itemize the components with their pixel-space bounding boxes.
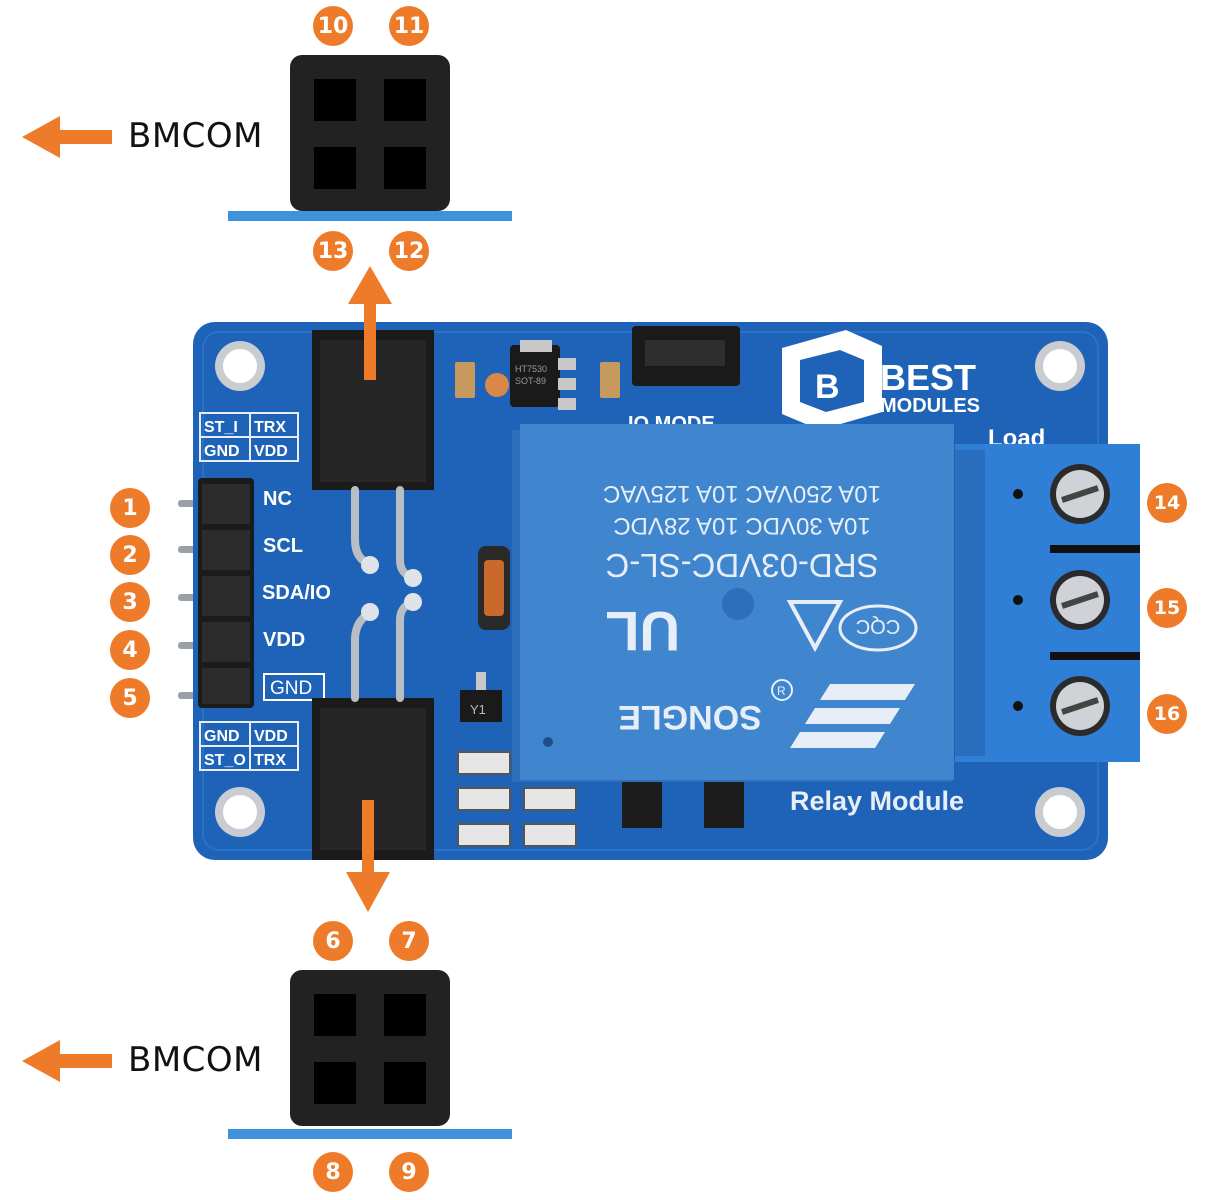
pin-badge-14: 14: [1147, 483, 1187, 523]
mounting-holes: [215, 341, 1085, 837]
svg-text:SRD-03VDC-SL-C: SRD-03VDC-SL-C: [605, 547, 878, 584]
svg-text:SOT-89: SOT-89: [515, 376, 546, 386]
pin-badge-10: 10: [313, 6, 353, 46]
connector-top-baseline: [228, 211, 512, 221]
svg-text:GND: GND: [204, 728, 240, 745]
pin-badge-5: 5: [110, 678, 150, 718]
regulator: [510, 345, 560, 407]
pin-badge-9: 9: [389, 1152, 429, 1192]
pin-badge-12: 12: [389, 231, 429, 271]
svg-text:Relay Module: Relay Module: [790, 786, 964, 816]
bmcom-connector-top: [290, 55, 450, 211]
relay: SRD-03VDC-SL-C 10A 30VDC 10A 28VDC 10A 2…: [512, 424, 954, 782]
svg-text:SCL: SCL: [263, 535, 303, 557]
silkscreen-bottom: [199, 721, 299, 771]
svg-text:SDA/IO: SDA/IO: [262, 582, 331, 604]
pin-badge-11: 11: [389, 6, 429, 46]
pin-badge-6: 6: [313, 921, 353, 961]
svg-text:UL: UL: [605, 600, 680, 663]
svg-text:ST_I: ST_I: [204, 419, 238, 436]
svg-text:TRX: TRX: [254, 752, 286, 769]
svg-text:B: B: [815, 368, 840, 406]
pin-badge-16: 16: [1147, 694, 1187, 734]
bmcom-connector-bottom: [290, 970, 450, 1126]
pin-badge-7: 7: [389, 921, 429, 961]
svg-text:VDD: VDD: [254, 728, 288, 745]
best-modules-logo: B: [782, 330, 882, 430]
bmcom-label-bottom: BMCOM: [128, 1040, 263, 1080]
up-arrow-icon: [348, 266, 392, 380]
pin-badge-3: 3: [110, 582, 150, 622]
down-arrow-icon: [346, 800, 390, 912]
pin-badge-1: 1: [110, 488, 150, 528]
svg-text:CQC: CQC: [856, 615, 900, 637]
svg-text:Y1: Y1: [470, 702, 486, 717]
bmcom-label-top: BMCOM: [128, 116, 263, 156]
svg-text:R: R: [777, 684, 786, 698]
connector-bottom-baseline: [228, 1129, 512, 1139]
svg-text:10A 30VDC 10A 28VDC: 10A 30VDC 10A 28VDC: [613, 512, 871, 539]
pin-badge-2: 2: [110, 535, 150, 575]
pin-badge-15: 15: [1147, 588, 1187, 628]
svg-text:BEST: BEST: [880, 357, 976, 398]
svg-text:GND: GND: [270, 678, 312, 699]
svg-text:VDD: VDD: [263, 629, 305, 651]
pin-badge-13: 13: [313, 231, 353, 271]
svg-text:SONGLE: SONGLE: [618, 698, 762, 736]
svg-text:MODULES: MODULES: [880, 395, 980, 417]
pin-badge-4: 4: [110, 630, 150, 670]
svg-text:GND: GND: [204, 443, 240, 460]
silkscreen-top: [199, 412, 299, 462]
terminal-screws: [1050, 464, 1110, 736]
svg-text:10A 250VAC 10A 125VAC: 10A 250VAC 10A 125VAC: [603, 480, 881, 507]
svg-text:TRX: TRX: [254, 419, 286, 436]
left-arrow-icon: [22, 116, 112, 158]
left-arrow-icon: [22, 1040, 112, 1082]
svg-text:NC: NC: [263, 488, 292, 510]
svg-text:HT7530: HT7530: [515, 364, 547, 374]
svg-text:ST_O: ST_O: [204, 752, 246, 769]
svg-text:VDD: VDD: [254, 443, 288, 460]
pin-badge-8: 8: [313, 1152, 353, 1192]
